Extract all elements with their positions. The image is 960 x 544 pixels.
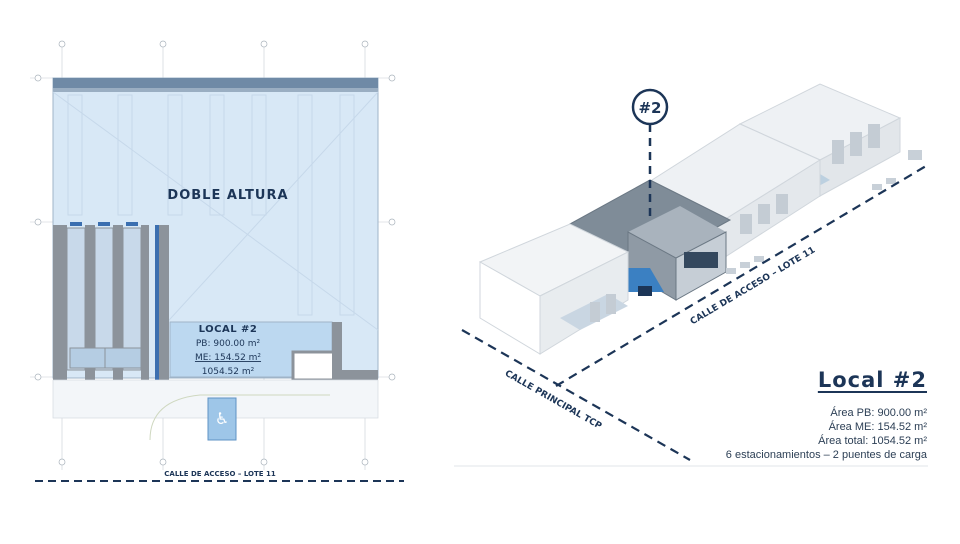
info-ground-area: Área PB: 900.00 m² (830, 407, 927, 419)
accessible-parking (207, 397, 237, 441)
unit-mezzanine-area: ME: 154.52 m² (195, 353, 261, 363)
accessibility-icon: ♿ (215, 409, 229, 428)
info-parking: 6 estacionamientos – 2 puentes de carga (725, 449, 927, 461)
stairs (291, 350, 337, 382)
truck-cab (638, 286, 652, 296)
isometric-view: #2 CALLE DE ACCESO – LOTE 11 CALLE PRINC… (440, 0, 960, 540)
loading-bays (53, 222, 149, 380)
plan-street-label: CALLE DE ACCESO – LOTE 11 (164, 470, 276, 478)
main-street-label: CALLE PRINCIPAL TCP (503, 369, 604, 432)
unit-marker (631, 88, 669, 126)
main-street-line (461, 329, 691, 461)
storage-racks (52, 91, 379, 331)
info-mezzanine-area: Área ME: 154.52 m² (828, 421, 927, 433)
parked-cars (726, 150, 922, 274)
unit-ground-area: PB: 900.00 m² (196, 339, 261, 349)
unit-title: LOCAL #2 (199, 324, 258, 335)
unit-marker-text: #2 (638, 99, 661, 117)
access-street-line (555, 165, 927, 387)
unit-info-title: Local #2 (817, 368, 927, 392)
building-left-block (478, 223, 630, 355)
floor-plan: ♿ DOBLE ALTURA LOCAL #2 PB: 900.00 m² ME… (0, 0, 430, 540)
dividing-wall (159, 225, 169, 380)
grid-markers (34, 40, 396, 466)
unit-total-area: 1054.52 m² (202, 367, 255, 377)
roof-edge (53, 78, 378, 88)
isometric-drawing: #2 CALLE DE ACCESO – LOTE 11 CALLE PRINC… (454, 83, 928, 467)
unit-info: Local #2 Área PB: 900.00 m² Área ME: 154… (667, 368, 927, 462)
floor-plan-drawing: ♿ DOBLE ALTURA LOCAL #2 PB: 900.00 m² ME… (30, 40, 404, 482)
info-total-area: Área total: 1054.52 m² (818, 435, 927, 447)
double-height-label: DOBLE ALTURA (167, 188, 288, 203)
